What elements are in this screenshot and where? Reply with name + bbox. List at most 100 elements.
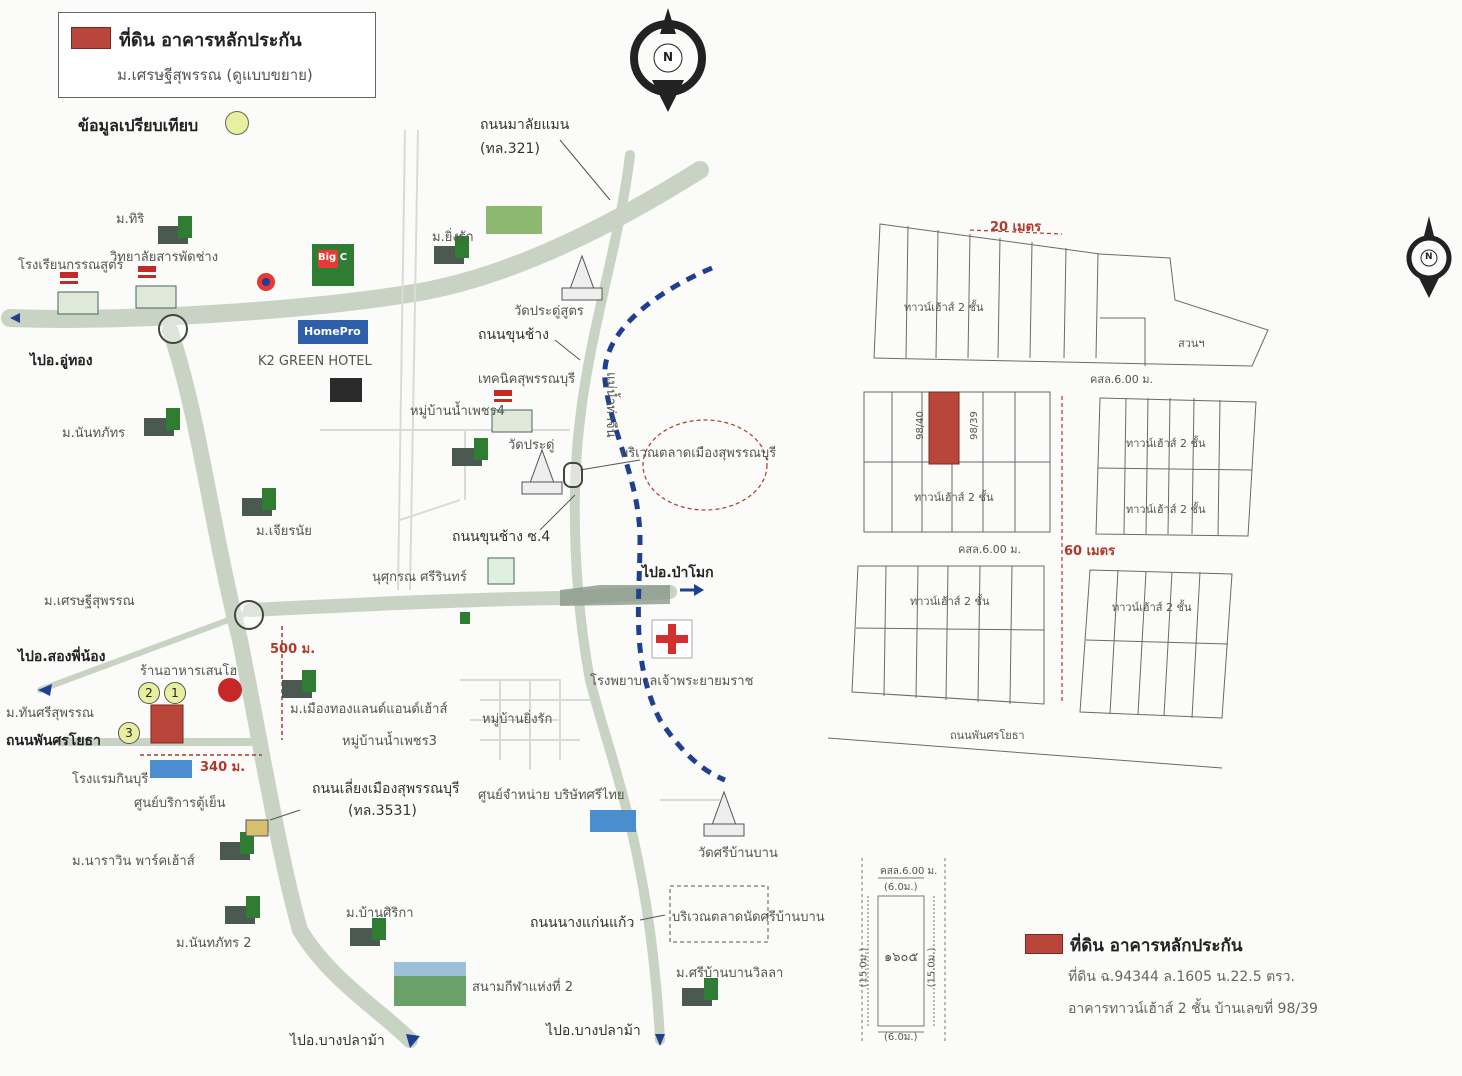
place-k2-hotel: K2 GREEN HOTEL	[258, 354, 372, 369]
junction-marker-3	[563, 462, 583, 488]
collateral-unit	[928, 391, 960, 465]
place-wat-pradu2: วัดประดู่	[508, 438, 555, 453]
legend-title: ที่ดิน อาคารหลักประกัน	[119, 30, 302, 51]
plan-road-mid: คสล.6.00 ม.	[958, 543, 1022, 556]
compare-marker-icon	[225, 111, 249, 135]
compare-marker-2: 2	[138, 682, 160, 704]
road-khunchang4-label: ถนนขุนช้าง ซ.4	[452, 529, 551, 545]
plan-park: สวนฯ	[1178, 337, 1205, 350]
shop-icon	[487, 557, 515, 585]
plan-dimensions	[969, 229, 1063, 704]
lot-detail	[861, 858, 946, 1042]
detail-lot-no: ๑๖๐๕	[884, 950, 919, 965]
detail-left-h: (15.0ม.)	[858, 947, 870, 988]
plan-road-top: คสล.6.00 ม.	[1090, 373, 1154, 386]
north-compass-large	[630, 8, 706, 112]
place-ma-chiang: ม.เจียรนัย	[256, 524, 312, 539]
place-ma-sirisuphan: ม.ทันศรีสุพรรณ	[6, 706, 94, 721]
service-icon	[245, 819, 269, 837]
place-polytech: เทคนิคสุพรรณบุรี	[478, 372, 576, 387]
place-ma-setthi: ม.เศรษฐีสุพรรณ	[44, 594, 135, 609]
place-restaurant: ร้านอาหารเสนโฮ	[140, 664, 238, 679]
road-bypass	[162, 322, 418, 1048]
road-east	[243, 585, 677, 617]
river-thachin	[602, 265, 726, 783]
north-compass-small	[1406, 216, 1452, 298]
place-ma-bansiri: ม.บ้านศิริกา	[346, 906, 414, 921]
place-bank: โรงแรมกินบุรี	[72, 772, 149, 787]
road-malaiman	[1, 161, 709, 328]
place-ma-narawin: ม.นาราวิน พาร์คเฮ้าส์	[72, 854, 195, 869]
place-stadium: สนามกีฬาแห่งที่ 2	[472, 980, 574, 995]
road-songphinong	[37, 609, 253, 693]
north-label-large: N	[663, 50, 674, 64]
plan-th-e: ทาวน์เฮ้าส์ 2 ชั้น	[1112, 601, 1192, 614]
compare-marker-1: 1	[164, 682, 186, 704]
hotel-blue-icon	[150, 760, 192, 778]
plan-th-a: ทาวน์เฮ้าส์ 2 ชั้น	[914, 491, 994, 504]
compare-marker-3: 3	[118, 722, 140, 744]
collateral-plot	[150, 704, 184, 744]
collateral-swatch	[71, 27, 111, 49]
place-wat-pradu: วัดประดู่สูตร	[514, 304, 584, 319]
place-school: โรงเรียนกรรณสูตร	[18, 258, 124, 273]
north-label-small: N	[1425, 252, 1433, 262]
temple-icons	[521, 254, 745, 837]
site-plan	[827, 223, 1269, 769]
legend2-title: ที่ดิน อาคารหลักประกัน	[1070, 936, 1243, 956]
road-bypass-no: (ทล.3531)	[348, 803, 417, 819]
plan-lot-a: 98/40	[914, 411, 926, 440]
junction-marker-1	[158, 314, 188, 344]
road-phansrayotha-label: ถนนพันศรโยธา	[6, 733, 101, 749]
plan-lot-b: 98/39	[968, 411, 980, 440]
collateral-swatch-2	[1025, 934, 1063, 954]
road-khunchang	[569, 150, 665, 1045]
house-icons	[144, 216, 718, 1006]
legend-box: ที่ดิน อาคารหลักประกัน ม.เศรษฐีสุพรรณ (ด…	[58, 12, 376, 98]
distance-340: 340 ม.	[200, 760, 246, 775]
to-bangplama-left: ไปอ.บางปลาม้า	[290, 1033, 385, 1049]
place-moo-nampetch4: หมู่บ้านน้ำเพชร4	[410, 404, 505, 419]
market-circle	[642, 419, 768, 511]
river-label: แม่น้ำท่าจีน	[603, 372, 618, 438]
school-icons	[57, 266, 533, 433]
road-malaiman-label: ถนนมาลัยแมน	[480, 117, 570, 133]
place-college: วิทยาลัยสารพัดช่าง	[110, 250, 219, 265]
legend2-line1: ที่ดิน ฉ.94344 ล.1605 น.22.5 ตรว.	[1068, 969, 1295, 985]
junction-marker-2	[234, 600, 264, 630]
road-malaiman-no: (ทล.321)	[480, 141, 540, 157]
to-bangplama-right: ไปอ.บางปลาม้า	[546, 1023, 641, 1039]
plan-depth: 60 เมตร	[1064, 544, 1116, 559]
detail-bottom-w: (6.0ม.)	[884, 1032, 918, 1043]
plan-th-d: ทาวน์เฮ้าส์ 2 ชั้น	[910, 595, 990, 608]
detail-top-w: (6.0ม.)	[884, 882, 918, 893]
homepro-logo	[298, 320, 368, 344]
place-moo-nampetch3: หมู่บ้านน้ำเพชร3	[342, 734, 437, 749]
plan-th-b: ทาวน์เฮ้าส์ 2 ชั้น	[1126, 437, 1206, 450]
place-ma-tiri: ม.ทิริ	[116, 212, 145, 227]
homepro-label: HomePro	[304, 325, 361, 338]
small-marker	[460, 612, 470, 624]
distance-500: 500 ม.	[270, 642, 316, 657]
place-sale-center: ศูนย์จำหน่าย บริษัทศรีไทย	[478, 788, 625, 803]
place-moo-yingrak: หมู่บ้านยิ่งรัก	[482, 712, 553, 727]
place-ma-sri: ม.ศรีบ้านบานวิลลา	[676, 966, 784, 981]
direction-arrows	[10, 313, 665, 1048]
road-khunchang-label: ถนนขุนช้าง	[478, 327, 549, 343]
to-pamok: ไปอ.ป่าโมก	[642, 565, 714, 581]
place-hospital: โรงพยาบาลเจ้าพระยายมราช	[590, 674, 754, 689]
place-ma-ninlapha: ม.นันทภัทร	[62, 426, 126, 441]
bigc-label: Big C	[318, 252, 348, 263]
market-2-box	[669, 885, 769, 943]
to-songphinong: ไปอ.สองพี่น้อง	[18, 649, 106, 665]
minor-roads	[320, 129, 720, 801]
legend2-line2: อาคารทาวน์เฮ้าส์ 2 ชั้น บ้านเลขที่ 98/39	[1068, 1001, 1318, 1017]
restaurant-icon	[218, 678, 242, 702]
plan-th-top: ทาวน์เฮ้าส์ 2 ชั้น	[904, 301, 984, 314]
place-service-center: ศูนย์บริการตู้เย็น	[134, 796, 226, 811]
place-market-2: บริเวณตลาดนัดศรีบ้านบาน	[672, 910, 825, 925]
place-ma-yingrak: ม.ยิ่งรัก	[432, 230, 474, 245]
road-nangkaew-label: ถนนนางแก่นแก้ว	[530, 915, 635, 931]
place-npc: นุศุกรณ ศรีรินทร์	[372, 570, 467, 585]
plan-th-c: ทาวน์เฮ้าส์ 2 ชั้น	[1126, 503, 1206, 516]
